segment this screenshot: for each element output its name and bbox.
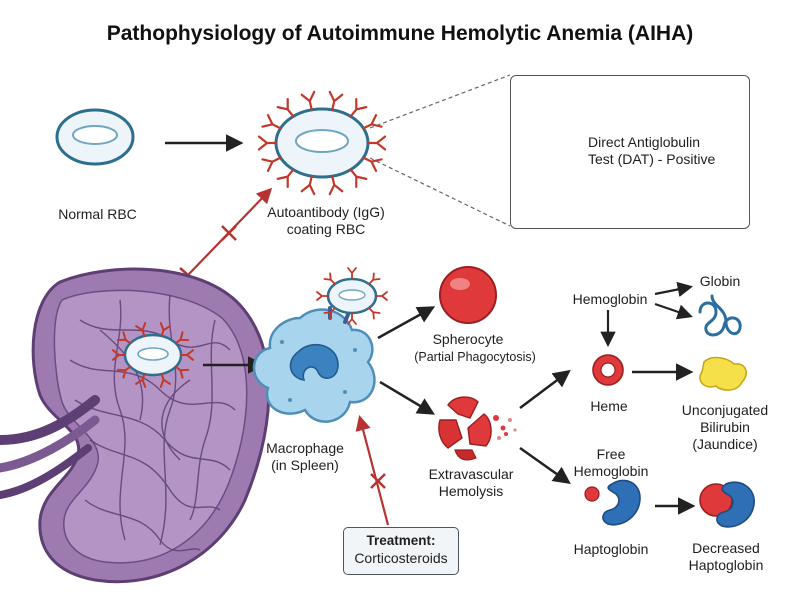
igg-antibody (328, 90, 344, 111)
arrow-hemoglobin-to-globin (654, 281, 694, 297)
igg-antibody (368, 272, 381, 285)
igg-antibody (349, 98, 368, 118)
igg-antibody (323, 272, 336, 285)
label-macrophage-line1: Macrophage (266, 440, 344, 456)
label-extravascular-line2: Hemolysis (438, 483, 504, 499)
igg-antibody (174, 365, 190, 379)
igg-antibody (362, 114, 383, 130)
igg-antibody (257, 135, 278, 151)
antibody-coated-rbc (257, 90, 387, 196)
label-decreased-line2: Haptoglobin (688, 557, 764, 573)
arrow-to-spherocyte (377, 306, 436, 340)
free-hemoglobin-dot (584, 486, 600, 502)
heme-ring (592, 354, 624, 386)
globin-shape (698, 294, 742, 337)
igg-antibody (159, 373, 171, 388)
label-macrophage: Macrophage (in Spleen) (260, 440, 350, 474)
igg-antibody (261, 156, 282, 172)
spleen (0, 267, 271, 584)
label-free-hemoglobin-line1: Free (596, 446, 626, 462)
igg-antibody (316, 291, 329, 301)
label-bilirubin-line2: Bilirubin (700, 419, 750, 435)
arrow-treatment-inhibit (355, 415, 390, 526)
igg-antibody (276, 168, 295, 188)
label-autoantibody-line2: coating RBC (286, 221, 366, 237)
treatment-title: Treatment: (366, 533, 436, 548)
igg-antibody (135, 322, 147, 337)
label-normal-rbc: Normal RBC (58, 206, 137, 222)
label-bilirubin: Unconjugated Bilirubin (Jaundice) (670, 402, 780, 453)
dashed-connector-top (369, 74, 511, 129)
dashed-connector-bottom (369, 157, 511, 227)
label-bilirubin-line1: Unconjugated (681, 402, 769, 418)
label-spherocyte-sub: (Partial Phagocytosis) (414, 350, 536, 364)
label-dat-line1: Direct Antiglobulin (588, 134, 701, 150)
label-macrophage-line2: (in Spleen) (271, 457, 339, 473)
treatment-drug: Corticosteroids (354, 550, 448, 566)
label-decreased-line1: Decreased (692, 540, 760, 556)
igg-antibody (112, 349, 126, 361)
label-globin: Globin (699, 273, 741, 289)
igg-antibody (347, 267, 357, 280)
label-autoantibody-line1: Autoantibody (IgG) (267, 204, 385, 220)
fragmented-rbc (438, 396, 517, 461)
spherocyte (439, 266, 497, 324)
igg-antibody (174, 331, 190, 345)
inhibit-cross-top (221, 225, 237, 241)
igg-antibody (300, 175, 316, 196)
igg-antibody (349, 168, 368, 188)
arrow-to-heme (519, 369, 571, 409)
igg-antibody (375, 291, 388, 301)
label-spherocyte: Spherocyte (432, 331, 504, 347)
arrow-to-hemolysis (379, 380, 436, 415)
treatment-box: Treatment: Corticosteroids (343, 527, 459, 575)
igg-antibody (368, 307, 381, 320)
label-heme: Heme (590, 398, 628, 414)
igg-antibody (300, 90, 316, 111)
bilirubin-blob (699, 356, 747, 391)
label-decreased-haptoglobin: Decreased Haptoglobin (676, 540, 776, 574)
igg-antibody (159, 322, 171, 337)
igg-antibody (328, 175, 344, 196)
label-autoantibody: Autoantibody (IgG) coating RBC (256, 204, 396, 238)
diagram-title: Pathophysiology of Autoimmune Hemolytic … (106, 22, 694, 45)
label-extravascular-hemolysis: Extravascular Hemolysis (416, 466, 526, 500)
igg-antibody (323, 307, 336, 320)
arrow-to-free-hemoglobin (519, 446, 571, 485)
igg-antibody (362, 156, 383, 172)
igg-antibody (180, 349, 194, 361)
igg-antibody (347, 312, 357, 325)
label-dat-line2: Test (DAT) - Positive (588, 151, 716, 167)
normal-rbc (55, 108, 135, 166)
inhibit-cross-treatment (370, 473, 386, 489)
igg-antibody (116, 331, 132, 345)
coated-rbc-in-spleen (112, 322, 194, 388)
igg-antibody (116, 365, 132, 379)
igg-antibody (366, 135, 387, 151)
label-free-hemoglobin: Free Hemoglobin (566, 446, 656, 480)
igg-antibody (135, 373, 147, 388)
haptoglobin-shape (602, 479, 641, 526)
macrophage (252, 267, 388, 423)
label-bilirubin-line3: (Jaundice) (692, 436, 758, 452)
hemoglobin-haptoglobin-complex (699, 481, 755, 528)
igg-antibody (276, 98, 295, 118)
dat-box (510, 75, 750, 229)
arrow-hemoglobin-to-globin-2 (654, 302, 693, 320)
label-dat: Direct Antiglobulin Test (DAT) - Positiv… (588, 134, 738, 168)
label-haptoglobin: Haptoglobin (573, 541, 649, 557)
label-extravascular-line1: Extravascular (428, 466, 514, 482)
label-free-hemoglobin-line2: Hemoglobin (573, 463, 649, 479)
label-hemoglobin: Hemoglobin (572, 291, 648, 307)
igg-antibody (261, 114, 282, 130)
